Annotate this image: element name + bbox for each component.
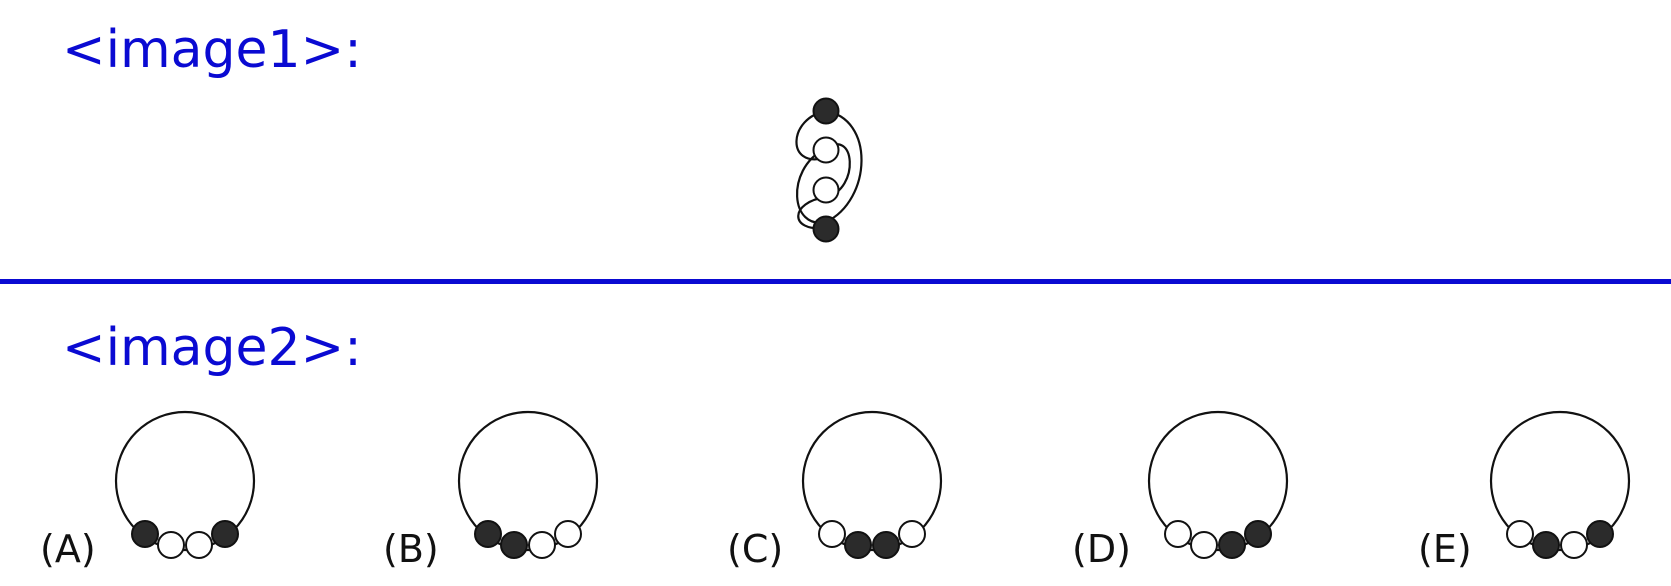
bead-dark <box>812 215 840 243</box>
option-label: (A) <box>40 527 96 571</box>
string-ring <box>457 410 599 552</box>
option-label: (D) <box>1072 527 1131 571</box>
bead-dark <box>844 531 872 559</box>
bead-dark <box>812 97 840 125</box>
option-label: (B) <box>383 527 439 571</box>
string-ring <box>1147 410 1289 552</box>
bead-light <box>812 176 840 204</box>
string-ring <box>1489 410 1631 552</box>
bead-light <box>1190 531 1218 559</box>
section-divider <box>0 279 1671 284</box>
knotted-bead-string <box>795 97 863 243</box>
bead-dark <box>131 520 159 548</box>
bead-light <box>898 520 926 548</box>
option-label: (E) <box>1418 527 1472 571</box>
bead-dark <box>500 531 528 559</box>
bead-dark <box>211 520 239 548</box>
bead-light <box>1560 531 1588 559</box>
answer-options: (A) (B) (C) (D) (E) <box>40 410 1631 571</box>
option-c[interactable]: (C) <box>727 410 943 571</box>
bead-light <box>528 531 556 559</box>
option-a[interactable]: (A) <box>40 410 256 571</box>
bead-light <box>1164 520 1192 548</box>
bead-light <box>812 136 840 164</box>
bead-dark <box>1244 520 1272 548</box>
bead-dark <box>474 520 502 548</box>
string-ring <box>114 410 256 552</box>
bead-light <box>185 531 213 559</box>
bead-dark <box>1532 531 1560 559</box>
bead-light <box>157 531 185 559</box>
bead-dark <box>1586 520 1614 548</box>
bead-dark <box>1218 531 1246 559</box>
image1-heading: <image1>: <box>62 20 362 80</box>
string-arc-right <box>824 109 863 223</box>
bead-light <box>818 520 846 548</box>
option-d[interactable]: (D) <box>1072 410 1289 571</box>
option-b[interactable]: (B) <box>383 410 599 571</box>
string-ring <box>801 410 943 552</box>
bead-light <box>1506 520 1534 548</box>
bead-light <box>554 520 582 548</box>
bead-dark <box>872 531 900 559</box>
option-e[interactable]: (E) <box>1418 410 1631 571</box>
option-label: (C) <box>727 527 783 571</box>
image2-heading: <image2>: <box>62 318 362 378</box>
